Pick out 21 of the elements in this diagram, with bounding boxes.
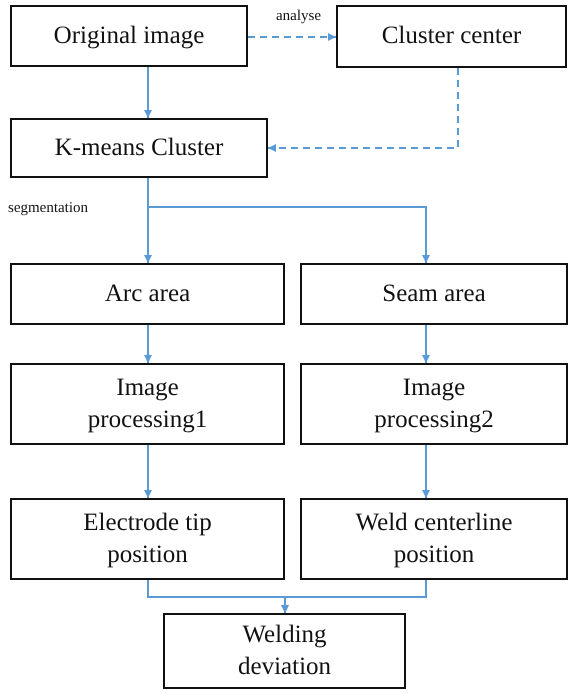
edge-label: analyse: [276, 8, 321, 25]
arrow: [144, 445, 152, 498]
process-box: Image processing1: [10, 363, 285, 445]
process-box: Cluster center: [336, 5, 567, 68]
process-box: Weld centerline position: [300, 498, 568, 580]
arrow: [248, 33, 336, 41]
arrow: [147, 178, 430, 263]
arrow: [422, 325, 430, 363]
process-box: Image processing2: [300, 363, 568, 445]
process-box: Seam area: [300, 263, 568, 325]
arrow: [281, 580, 427, 613]
edge-label: segmentation: [8, 200, 88, 217]
arrow: [268, 68, 459, 152]
process-box: Original image: [10, 5, 248, 67]
process-box: Welding deviation: [163, 613, 406, 689]
arrow: [144, 67, 152, 118]
arrow: [422, 445, 430, 498]
process-box: K-means Cluster: [10, 118, 268, 178]
process-box: Arc area: [10, 263, 285, 325]
arrow: [144, 325, 152, 363]
process-box: Electrode tip position: [10, 498, 285, 580]
